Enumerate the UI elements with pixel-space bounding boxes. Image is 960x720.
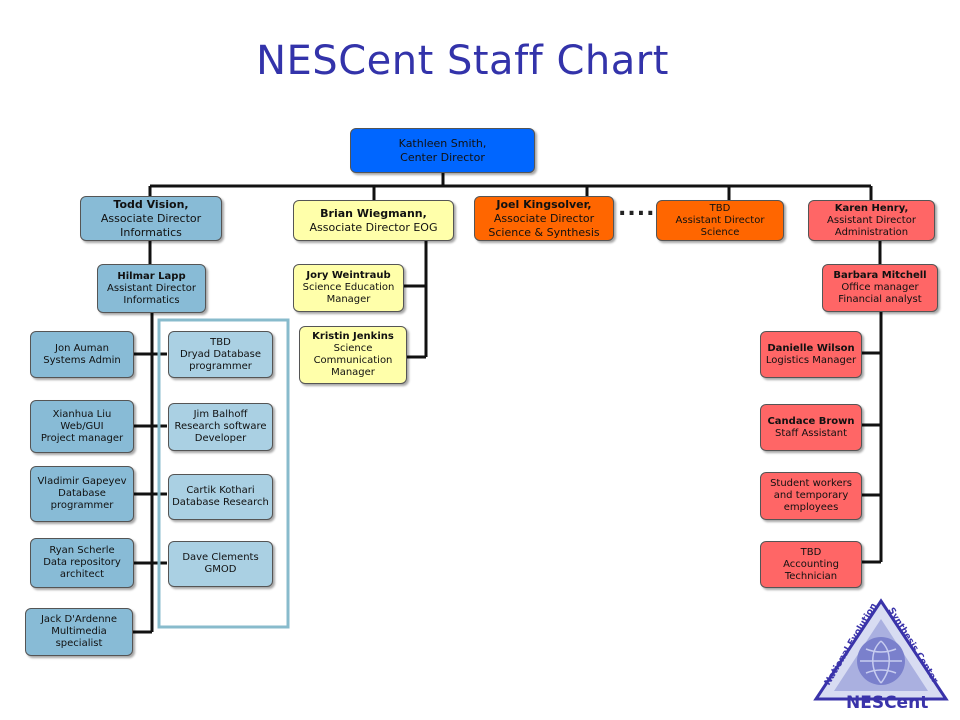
more-positions-ellipsis: .... [618, 196, 656, 221]
box-brian-wiegmann: Brian Wiegmann, Associate Director EOG [293, 200, 454, 241]
ryan-name: Ryan Scherle [49, 545, 115, 556]
dave-name: Dave Clements [182, 552, 259, 563]
box-jon-auman: Jon Auman Systems Admin [30, 331, 134, 378]
candace-role: Staff Assistant [774, 427, 848, 439]
barbara-role-2: Financial analyst [838, 294, 922, 305]
box-candace-brown: Candace Brown Staff Assistant [760, 404, 862, 451]
box-karen-henry: Karen Henry, Assistant Director Administ… [808, 200, 935, 241]
nescent-logo: National Evolutionary Synthesis Center [808, 595, 949, 701]
karen-role-2: Administration [834, 226, 909, 238]
vladimir-role-2: programmer [50, 500, 114, 511]
box-joel-kingsolver: Joel Kingsolver, Associate Director Scie… [474, 196, 614, 241]
karen-role-1: Assistant Director [827, 214, 916, 226]
joel-role-1: Associate Director [493, 211, 595, 225]
box-jack-dardenne: Jack D'Ardenne Multimedia specialist [25, 608, 133, 656]
box-barbara-mitchell: Barbara Mitchell Office manager Financia… [822, 264, 938, 312]
dryad-group-frame [157, 318, 290, 629]
xianhua-role-1: Web/GUI [60, 420, 104, 432]
tbd-accounting-role-1: Accounting [783, 558, 839, 570]
hilmar-name: Hilmar Lapp [117, 270, 186, 282]
box-tbd-accounting-technician: TBD Accounting Technician [760, 541, 862, 588]
jory-name: Jory Weintraub [306, 270, 391, 281]
students-line-3: employees [783, 502, 839, 513]
tbd-accounting-name: TBD [800, 546, 822, 558]
hilmar-role-2: Informatics [123, 294, 180, 306]
page-title: NESCent Staff Chart [256, 38, 669, 84]
box-jory-weintraub: Jory Weintraub Science Education Manager [293, 264, 404, 312]
kristin-role-2: Communication [313, 355, 393, 366]
ryan-role-1: Data repository [43, 557, 121, 568]
jon-name: Jon Auman [55, 342, 109, 354]
jim-role-1: Research software [174, 421, 267, 432]
tbd-dryad-role-1: Dryad Database [179, 348, 262, 360]
joel-role-2: Science & Synthesis [488, 225, 600, 239]
tbd-accounting-role-2: Technician [784, 570, 838, 582]
tbd-science-name: TBD [709, 202, 731, 214]
students-line-1: Student workers [770, 478, 852, 489]
box-hilmar-lapp: Hilmar Lapp Assistant Director Informati… [97, 264, 206, 313]
jim-role-2: Developer [194, 433, 247, 444]
jack-name: Jack D'Ardenne [40, 614, 118, 625]
brian-role: Associate Director EOG [309, 220, 438, 234]
xianhua-name: Xianhua Liu [52, 408, 112, 420]
jack-role-1: Multimedia [51, 626, 107, 637]
box-dave-clements: Dave Clements GMOD [168, 541, 273, 587]
box-kristin-jenkins: Kristin Jenkins Science Communication Ma… [299, 326, 407, 384]
tbd-science-role-2: Science [700, 226, 740, 238]
karen-name: Karen Henry, [834, 202, 909, 214]
vladimir-name: Vladimir Gapeyev [37, 476, 127, 487]
jon-role: Systems Admin [43, 354, 121, 366]
box-student-workers: Student workers and temporary employees [760, 472, 862, 520]
director-name: Kathleen Smith, [398, 136, 487, 150]
brian-name: Brian Wiegmann, [320, 206, 427, 220]
tbd-dryad-name: TBD [210, 336, 231, 348]
logo-wordmark: NESCent [846, 693, 929, 713]
ryan-role-2: architect [59, 569, 105, 580]
jack-role-2: specialist [55, 638, 103, 649]
box-cartik-kothari: Cartik Kothari Database Research [168, 474, 273, 520]
danielle-name: Danielle Wilson [767, 342, 855, 354]
barbara-name: Barbara Mitchell [833, 270, 927, 281]
kristin-name: Kristin Jenkins [312, 331, 394, 342]
hilmar-role-1: Assistant Director [107, 282, 196, 294]
cartik-role: Database Research [172, 497, 269, 508]
jory-role-1: Science Education [302, 282, 395, 293]
box-center-director: Kathleen Smith, Center Director [350, 128, 535, 173]
todd-role-1: Associate Director [100, 211, 202, 225]
todd-name: Todd Vision, [113, 197, 189, 211]
todd-role-2: Informatics [120, 225, 182, 239]
box-danielle-wilson: Danielle Wilson Logistics Manager [760, 331, 862, 378]
box-todd-vision: Todd Vision, Associate Director Informat… [80, 196, 222, 241]
box-jim-balhoff: Jim Balhoff Research software Developer [168, 403, 273, 451]
kristin-role-1: Science [333, 343, 373, 354]
tbd-science-role-1: Assistant Director [675, 214, 765, 226]
barbara-role-1: Office manager [841, 282, 919, 293]
director-role: Center Director [400, 150, 485, 164]
dave-role: GMOD [204, 564, 237, 575]
jory-role-2: Manager [326, 294, 371, 305]
box-tbd-assistant-director-science: TBD Assistant Director Science [656, 200, 784, 241]
candace-name: Candace Brown [767, 415, 855, 427]
box-xianhua-liu: Xianhua Liu Web/GUI Project manager [30, 400, 134, 453]
jim-name: Jim Balhoff [193, 409, 248, 420]
kristin-role-3: Manager [331, 367, 375, 378]
joel-name: Joel Kingsolver, [496, 197, 592, 211]
vladimir-role-1: Database [58, 488, 106, 499]
box-vladimir-gapeyev: Vladimir Gapeyev Database programmer [30, 466, 134, 522]
xianhua-role-2: Project manager [40, 432, 124, 444]
box-tbd-dryad-programmer: TBD Dryad Database programmer [168, 331, 273, 378]
students-line-2: and temporary [773, 490, 849, 501]
danielle-role: Logistics Manager [765, 354, 857, 366]
box-ryan-scherle: Ryan Scherle Data repository architect [30, 538, 134, 588]
cartik-name: Cartik Kothari [186, 485, 255, 496]
tbd-dryad-role-2: programmer [189, 360, 252, 372]
